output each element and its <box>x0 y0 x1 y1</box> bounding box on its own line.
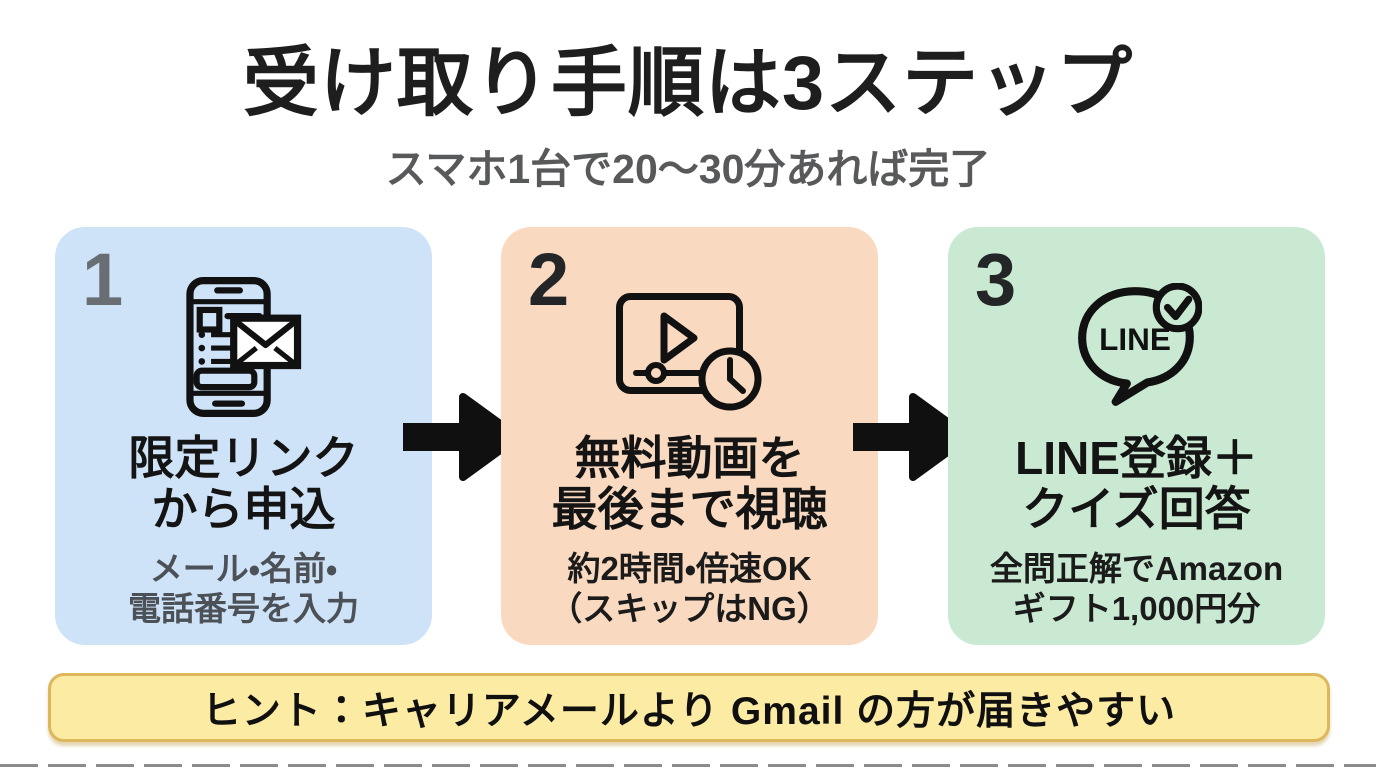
step-number-2: 2 <box>528 238 570 321</box>
page-title: 受け取り手順は3ステップ <box>242 41 1134 126</box>
arrow-right-icon <box>403 392 523 482</box>
page-subtitle: スマホ1台で20〜30分あれば完了 <box>385 146 991 192</box>
step-title-1: 限定リンク から申込 <box>55 433 432 534</box>
step-card-2: 2 無料動画を 最後まで視聴 約2時間・倍速OK （スキップはNG） <box>501 227 878 645</box>
smartphone-mail-icon <box>55 277 432 417</box>
step-title-3-line1: LINE登録＋ <box>1015 432 1258 484</box>
step-title-2-line2: 最後まで視聴 <box>551 482 828 535</box>
arrow-right-icon <box>853 392 973 482</box>
step-note-2-line1: 約2時間・倍速OK <box>567 550 812 587</box>
bottom-dashed-line <box>0 764 1376 767</box>
line-icon-label: LINE <box>1099 322 1171 357</box>
step-title-3-line2: クイズ回答 <box>1022 482 1251 535</box>
step-number-1: 1 <box>82 238 124 321</box>
step-note-1: メール・名前・ 電話番号を入力 <box>55 549 432 630</box>
step-note-3-line2: ギフト1,000円分 <box>1012 590 1261 628</box>
step-title-3: LINE登録＋ クイズ回答 <box>948 433 1325 534</box>
step-title-2: 無料動画を 最後まで視聴 <box>501 433 878 534</box>
step-title-2-line1: 無料動画を <box>574 432 805 484</box>
video-clock-icon <box>501 293 878 413</box>
step-number-3: 3 <box>975 238 1017 321</box>
step-note-1-line1: メール・名前・ <box>149 550 338 587</box>
step-note-2-line2: （スキップはNG） <box>549 590 830 628</box>
step-note-3-line1: 全問正解でAmazon <box>989 550 1284 587</box>
step-card-1: 1 限定リンク <box>55 227 432 645</box>
step-title-1-line2: から申込 <box>151 482 336 535</box>
step-note-1-line2: 電話番号を入力 <box>128 590 359 628</box>
step-card-3: 3 LINE LINE登録＋ クイズ回答 全問正解でAmazon ギフト1,00… <box>948 227 1325 645</box>
step-title-1-line1: 限定リンク <box>128 432 359 484</box>
hint-banner: ヒント：キャリアメールより Gmail の方が届きやすい <box>48 673 1330 742</box>
line-check-icon: LINE <box>948 283 1325 411</box>
hint-text: ヒント：キャリアメールより Gmail の方が届きやすい <box>201 689 1177 733</box>
step-note-3: 全問正解でAmazon ギフト1,000円分 <box>948 549 1325 630</box>
step-note-2: 約2時間・倍速OK （スキップはNG） <box>501 549 878 630</box>
